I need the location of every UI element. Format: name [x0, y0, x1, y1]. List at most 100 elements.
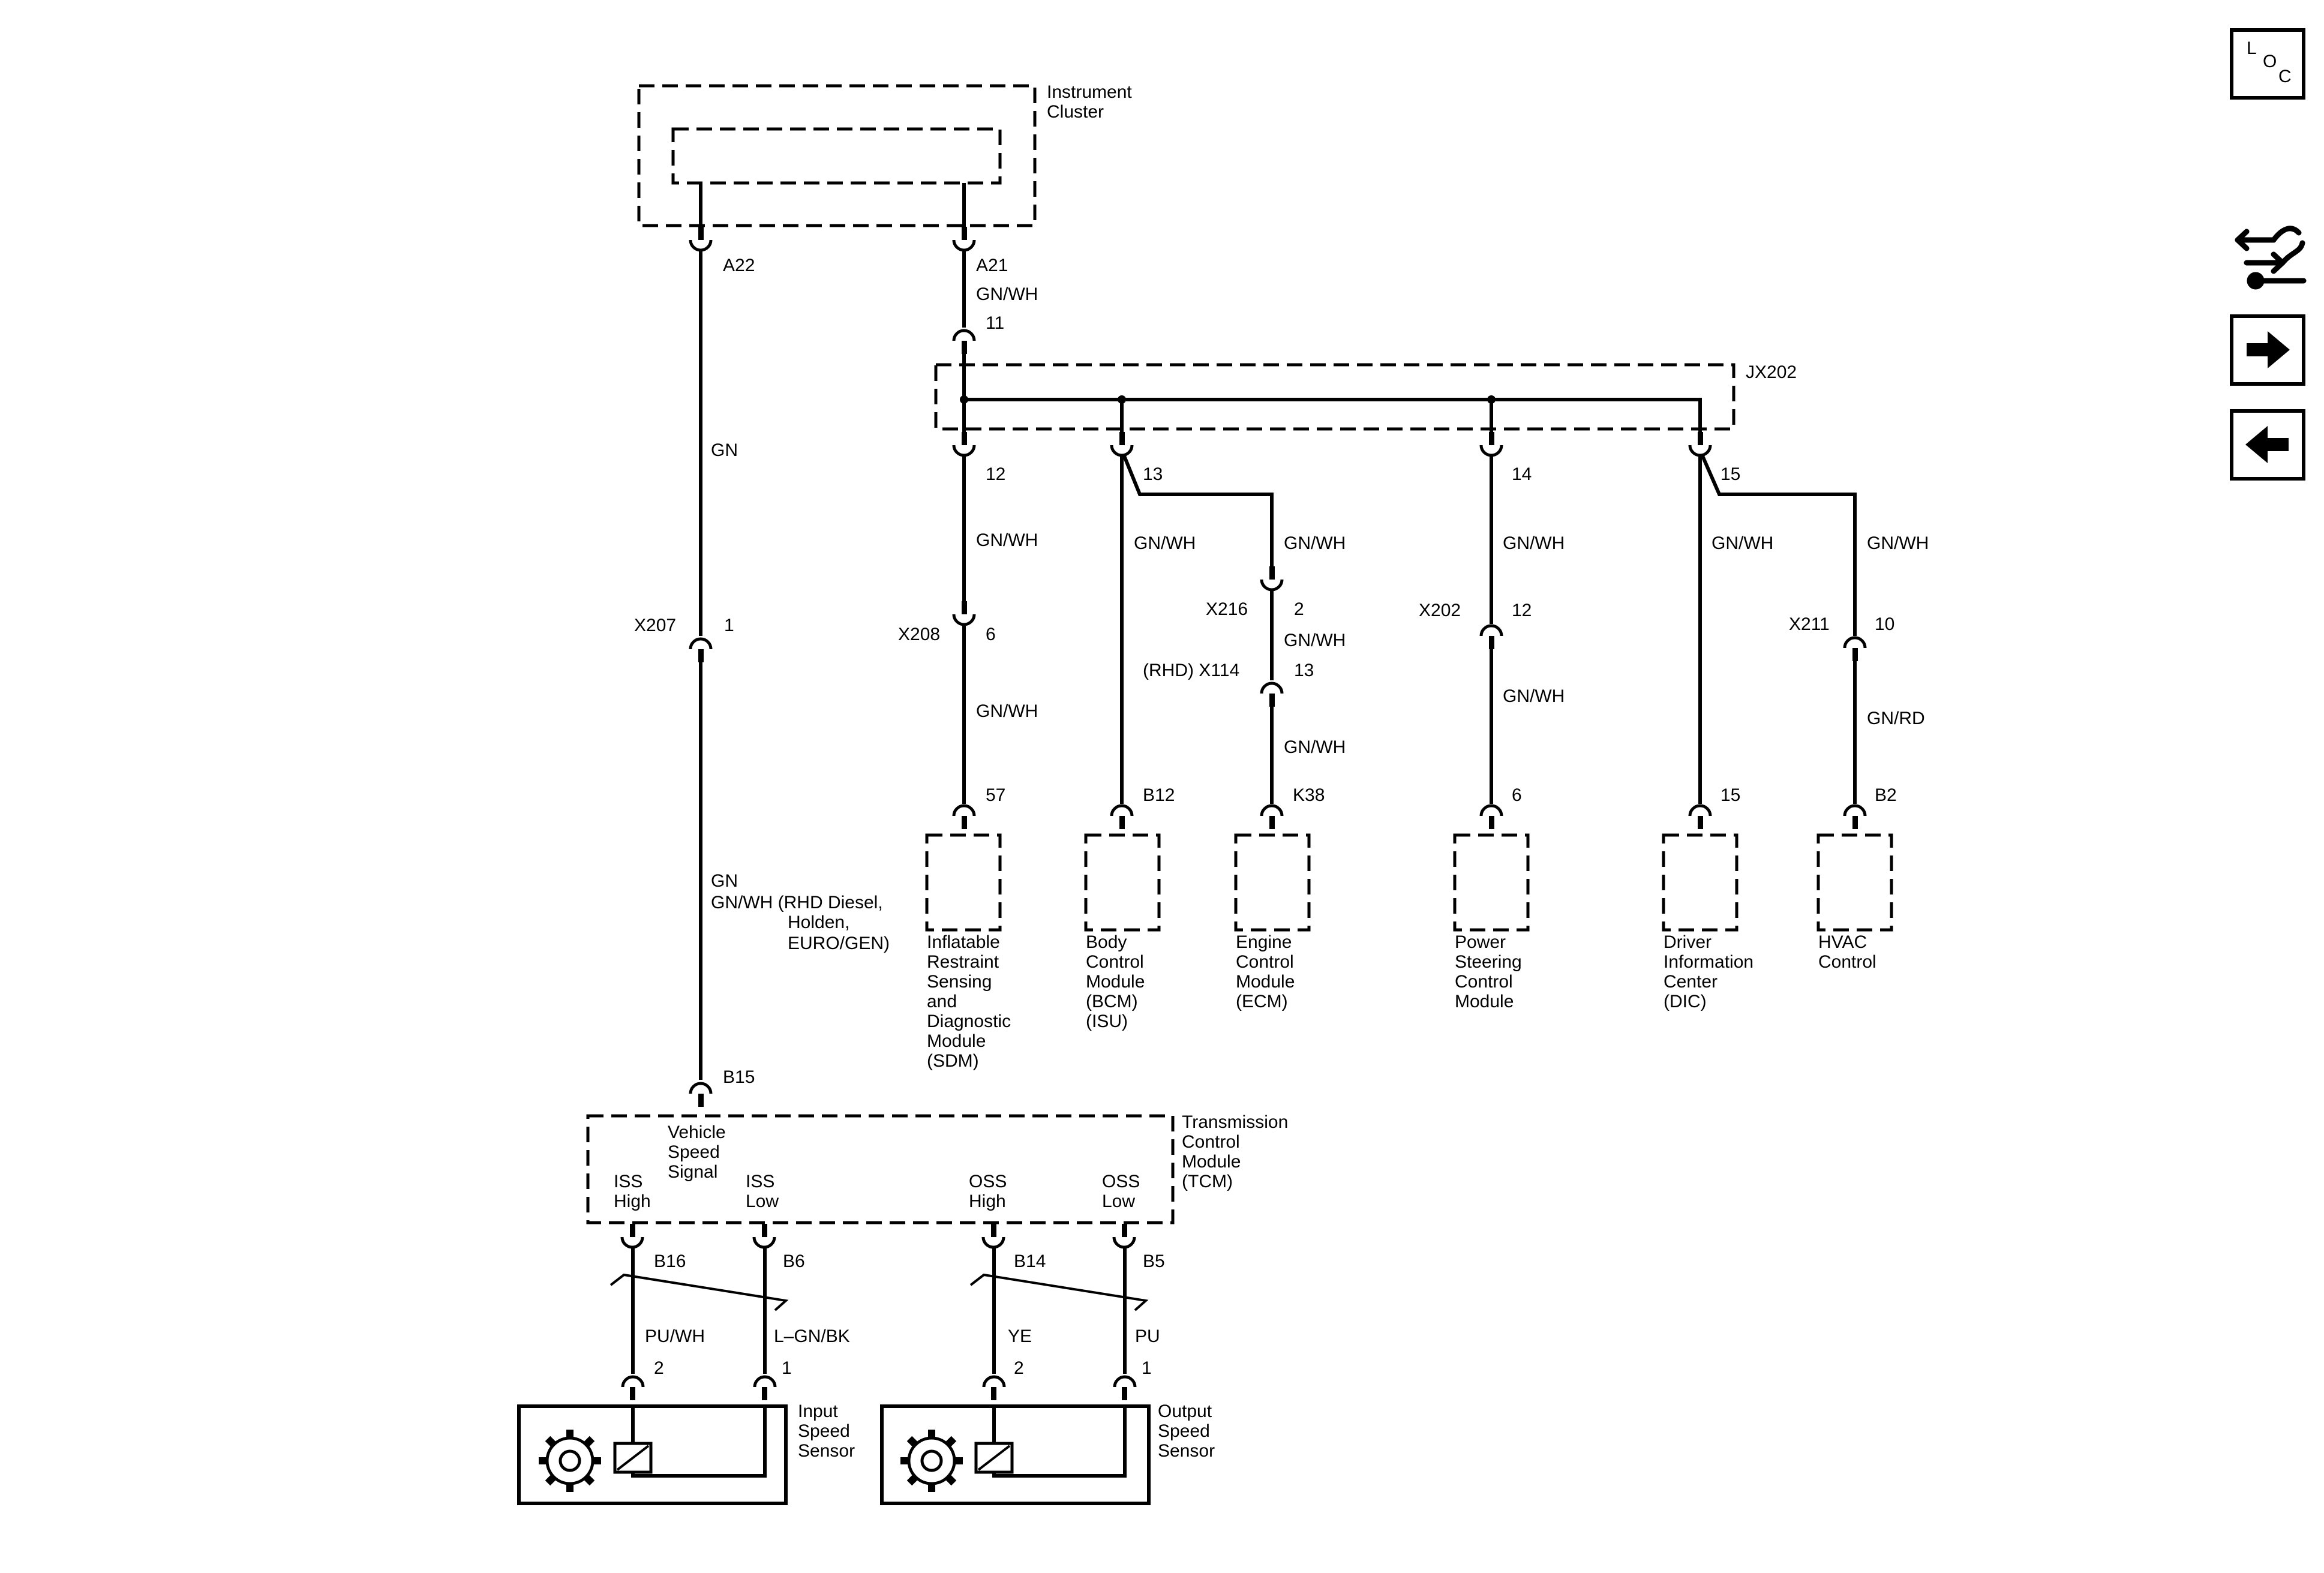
- instrument-cluster: Instrument Cluster A22 A21: [637, 82, 1132, 275]
- output-sensor-pin-1-cup: [1113, 1375, 1137, 1388]
- connector-bcm-pin: [1119, 816, 1125, 829]
- connector-hvac-pin: [1852, 816, 1858, 829]
- component-location-icon: L O C: [2247, 38, 2292, 86]
- connector-b14-pin: [991, 1224, 996, 1237]
- splice-out-12-pin: [962, 432, 967, 445]
- connector-bcm-pin-label: B12: [1143, 785, 1175, 805]
- pin-a22-label: A22: [723, 256, 755, 275]
- previous-page-button[interactable]: [2230, 409, 2305, 481]
- connector-x208-label: X208: [898, 625, 940, 644]
- component-location-button[interactable]: L O C: [2230, 28, 2305, 100]
- output-sensor-pin-2: [991, 1387, 996, 1400]
- splice-diagram-button[interactable]: [2235, 226, 2307, 290]
- splice-pin-12-label: 12: [986, 464, 1005, 484]
- pin-b5-label: B5: [1143, 1251, 1165, 1271]
- splice-pin-14-label: 14: [1512, 464, 1532, 484]
- splice-out-13-pin: [1119, 432, 1125, 445]
- connector-x114-pin: [1269, 694, 1275, 707]
- connector-ecm-pin: [1269, 816, 1275, 829]
- input-sensor-coil-slash: [616, 1445, 650, 1471]
- connector-a22-pin: [698, 227, 704, 240]
- connector-x207-pin-label: 1: [724, 616, 734, 635]
- connector-b5-pin: [1122, 1224, 1127, 1237]
- connector-x114-cup: [1260, 682, 1284, 694]
- module-bcm-outline: [1084, 833, 1161, 932]
- splice-out-14-pin: [1489, 432, 1494, 445]
- loc-letter-c: C: [2278, 67, 2292, 86]
- next-page-button[interactable]: [2230, 314, 2305, 386]
- connector-pscm-pin: [1489, 816, 1494, 829]
- wire-vss-variant-1: GN: [711, 871, 738, 891]
- wire-vss-variant-4: EURO/GEN): [788, 933, 890, 953]
- wire-vss-variant-3: Holden,: [788, 912, 849, 932]
- connector-x202-pin-label: 12: [1512, 601, 1532, 620]
- wire-pscm-lower-label: GN/WH: [1503, 686, 1565, 706]
- branch-dic-hvac: GN/WH 15 Driver Information Center (DIC)…: [1662, 455, 1929, 1011]
- connector-b5-cup: [1112, 1236, 1136, 1249]
- input-sensor-pin-2-cup: [621, 1375, 645, 1388]
- splice-diagram-icon: [2235, 226, 2307, 290]
- connector-x207-cup: [689, 637, 713, 650]
- module-sdm-outline: [925, 833, 1002, 932]
- module-hvac-outline: [1816, 833, 1893, 932]
- pin-b6-label: B6: [783, 1251, 805, 1271]
- connector-pscm-cup: [1479, 804, 1503, 816]
- connector-b16-cup: [620, 1236, 644, 1249]
- module-sdm-label: Inflatable Restraint Sensing and Diagnos…: [927, 932, 1016, 1071]
- splice-out-13-cup: [1110, 445, 1134, 457]
- connector-x202-pin: [1489, 636, 1494, 649]
- wire-pu-label: PU: [1135, 1326, 1160, 1346]
- connector-dic-cup: [1688, 804, 1712, 816]
- connector-b6-pin: [762, 1224, 767, 1237]
- twisted-pair-symbol: [609, 1273, 789, 1311]
- module-bcm-label: Body Control Module (BCM) (ISU): [1086, 932, 1150, 1031]
- splice-bus-bar: [962, 354, 1702, 432]
- branch-bcm-ecm: GN/WH B12 Body Control Module (BCM) (ISU…: [1084, 455, 1346, 1031]
- connector-x114-label: (RHD) X114: [1143, 661, 1239, 680]
- connector-splice-in-cup: [952, 329, 976, 341]
- connector-x208-pin-label: 6: [986, 625, 996, 644]
- connector-x208-cup: [952, 614, 976, 626]
- wire-gn-wh-feed-label: GN/WH: [976, 284, 1038, 304]
- splice-out-15-cup: [1688, 445, 1712, 457]
- output-speed-sensor-circuit: YE PU 2 1 Output Speed Sensor: [880, 1248, 1215, 1505]
- splice-node: [960, 395, 968, 404]
- connector-pscm-pin-label: 6: [1512, 785, 1522, 805]
- splice-out-14-cup: [1479, 445, 1503, 457]
- module-hvac-label: HVAC Control: [1818, 932, 1876, 972]
- connector-ecm-pin-label: K38: [1293, 785, 1325, 805]
- tcm-label: Transmission Control Module (TCM): [1182, 1112, 1293, 1191]
- input-sensor-gear-icon: [539, 1430, 601, 1492]
- input-sensor-pin-1-label: 1: [782, 1358, 792, 1378]
- connector-sdm-pin: [962, 816, 967, 829]
- output-sensor-pin-1-label: 1: [1142, 1358, 1152, 1378]
- loc-letter-o: O: [2263, 52, 2277, 71]
- previous-page-arrow-icon: [2245, 426, 2289, 463]
- wire-sdm-lower-label: GN/WH: [976, 701, 1038, 721]
- output-sensor-gear-icon: [900, 1430, 963, 1492]
- input-sensor-pin-2: [630, 1387, 635, 1400]
- wire-gn-label: GN: [711, 440, 738, 460]
- connector-x207-pin: [698, 649, 704, 662]
- next-page-arrow-icon: [2247, 331, 2290, 368]
- splice-jx202-label: JX202: [1746, 362, 1797, 382]
- input-speed-sensor-circuit: PU/WH L–GN/BK 2 1 Input Speed Sensor: [517, 1248, 855, 1505]
- connector-hvac-cup: [1843, 804, 1867, 816]
- wire-ecm-upper-label: GN/WH: [1284, 533, 1346, 553]
- splice-pin-15-label: 15: [1721, 464, 1740, 484]
- module-dic-outline: [1662, 833, 1739, 932]
- branch-power-steering: GN/WH X202 12 GN/WH 6 Power Steering Con…: [1419, 456, 1565, 1011]
- connector-x211-pin-label: 10: [1875, 614, 1894, 634]
- splice-pin-in-label: 11: [986, 313, 1004, 333]
- instrument-cluster-inner-outline: [671, 127, 1002, 185]
- module-pscm-label: Power Steering Control Module: [1455, 932, 1527, 1011]
- wire-hvac-upper: [1701, 455, 1857, 636]
- connector-sdm-pin-label: 57: [986, 785, 1005, 805]
- connector-x202-cup: [1479, 624, 1503, 637]
- connector-bcm-cup: [1110, 804, 1134, 816]
- splice-jx202-outline: [934, 363, 1736, 431]
- connector-a21-cup: [952, 239, 976, 252]
- connector-x211-cup: [1843, 636, 1867, 649]
- connector-x207-label: X207: [634, 616, 676, 635]
- tcm-oss-low-label: OSS Low: [1102, 1172, 1145, 1211]
